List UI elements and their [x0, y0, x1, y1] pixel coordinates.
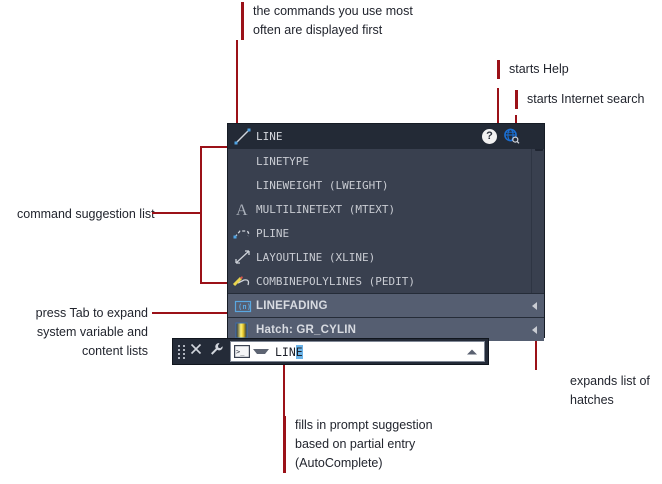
leader-starts-help: [497, 88, 499, 128]
suggestion-row[interactable]: LINETYPE: [228, 149, 544, 173]
help-icon[interactable]: ?: [482, 128, 497, 144]
leader-starts-internet-search: [515, 115, 517, 130]
suggestion-row-line[interactable]: LINE ?: [228, 124, 544, 149]
drag-grip-handle[interactable]: [177, 344, 186, 359]
annotation-starts-internet-search: starts Internet search: [515, 90, 662, 109]
annotation-command-suggestion-list: command suggestion list: [17, 207, 155, 221]
suggestion-row[interactable]: A MULTILINETEXT (MTEXT): [228, 197, 544, 221]
svg-text:>_: >_: [236, 348, 245, 356]
chevron-up-icon[interactable]: [467, 349, 477, 354]
header-actions: ?: [482, 128, 520, 144]
mtext-a-icon: A: [232, 199, 254, 219]
no-icon: [232, 175, 254, 195]
suggestion-row-hatch[interactable]: Hatch: GR_CYLIN: [228, 317, 544, 341]
suggestion-label: LAYOUTLINE (XLINE): [256, 250, 376, 264]
svg-text:A: A: [236, 202, 248, 219]
command-input-text: LINE: [275, 344, 303, 359]
suggestion-row[interactable]: LINEWEIGHT (LWEIGHT): [228, 173, 544, 197]
annotation-top-commands: the commands you use most often are disp…: [241, 2, 468, 40]
command-typed-text: LIN: [275, 344, 296, 359]
close-icon[interactable]: [189, 342, 203, 361]
sysvar-icon: (п): [232, 296, 254, 316]
suggestion-label: COMBINEPOLYLINES (PEDIT): [256, 274, 415, 288]
command-suggestion-panel: LINE ? LINETYPE: [227, 123, 545, 341]
leader-autocomplete: [283, 360, 285, 418]
suggestion-label: LINEFADING: [256, 299, 328, 312]
leader-expands-hatches: [535, 332, 537, 370]
suggestion-label: LINEWEIGHT (LWEIGHT): [256, 178, 389, 192]
annotation-expands-hatches: expands list of hatches: [570, 374, 650, 407]
chevron-down-icon[interactable]: [253, 349, 269, 354]
leader-press-tab: [152, 312, 230, 314]
command-input[interactable]: >_ LINE: [230, 341, 485, 362]
xline-arrow-icon: [232, 247, 254, 267]
internet-search-globe-icon[interactable]: [503, 128, 520, 144]
leader-top-commands: [236, 40, 238, 132]
suggestion-row-linefading[interactable]: (п) LINEFADING: [228, 293, 544, 317]
bracket-command-suggestion-list: [200, 146, 230, 284]
command-autocomplete-text: E: [295, 344, 303, 359]
suggestion-row[interactable]: LAYOUTLINE (XLINE): [228, 245, 544, 269]
hatch-swatch-icon: [232, 320, 254, 340]
annotation-starts-help: starts Help: [497, 60, 659, 79]
annotation-press-tab: press Tab to expand system variable and …: [35, 306, 148, 358]
suggestion-row[interactable]: PLINE: [228, 221, 544, 245]
pline-icon: [232, 223, 254, 243]
suggestion-label: PLINE: [256, 226, 290, 240]
expand-arrow-icon[interactable]: [532, 325, 537, 334]
suggestion-label: MULTILINETEXT (MTEXT): [256, 202, 396, 216]
svg-text:(п): (п): [238, 303, 251, 311]
no-icon: [232, 151, 254, 171]
annotation-autocomplete: fills in prompt suggestion based on part…: [283, 416, 515, 473]
suggestion-label: LINETYPE: [256, 154, 309, 168]
wrench-icon[interactable]: [208, 341, 224, 362]
expand-arrow-icon[interactable]: [532, 301, 537, 310]
leader-command-suggestion-list: [152, 212, 202, 214]
suggestion-label: LINE: [256, 130, 283, 143]
suggestion-row[interactable]: COMBINEPOLYLINES (PEDIT): [228, 269, 544, 293]
pedit-pencil-icon: [232, 271, 254, 291]
line-tool-icon: [232, 127, 254, 147]
command-prompt-icon[interactable]: >_: [234, 345, 251, 359]
command-line-bar: >_ LINE: [172, 338, 489, 365]
suggestion-label: Hatch: GR_CYLIN: [256, 323, 357, 336]
